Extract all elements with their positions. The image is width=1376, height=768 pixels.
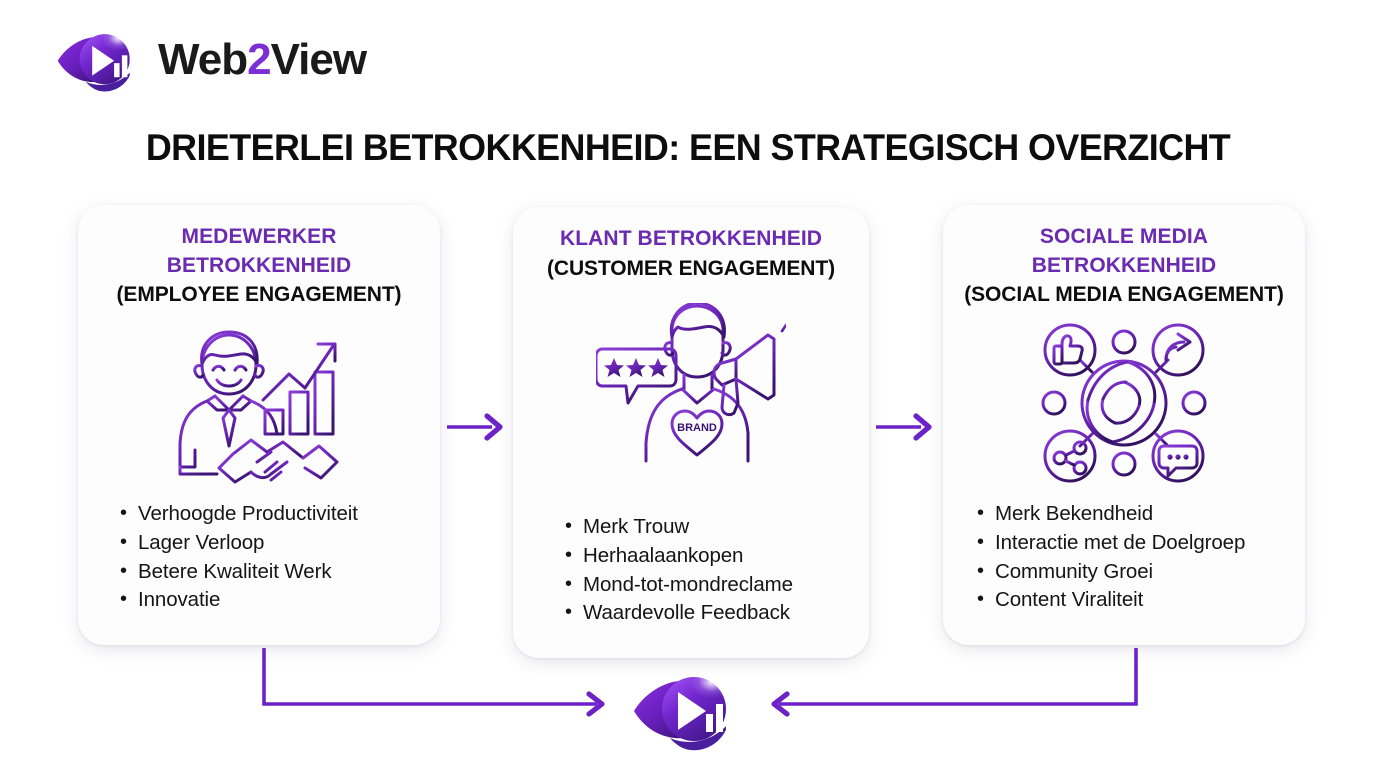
card-title-en: (SOCIAL MEDIA ENGAGEMENT): [964, 283, 1284, 307]
card-bullet-list: Merk Trouw Herhaalaankopen Mond-tot-mond…: [523, 512, 859, 628]
card-bullet-list: Merk Bekendheid Interactie met de Doelgr…: [953, 499, 1295, 615]
brand-heart-label: BRAND: [677, 422, 717, 434]
comment-dots-icon: [1167, 454, 1189, 460]
card-title-nl-line2: BETROKKENHEID: [166, 253, 352, 277]
page-title: DRIETERLEI BETROKKENHEID: EEN STRATEGISC…: [145, 127, 1231, 168]
card-title-en: (CUSTOMER ENGAGEMENT): [546, 256, 835, 280]
employee-handshake-growth-chart-icon: [178, 330, 339, 484]
list-item: Merk Bekendheid: [973, 499, 1295, 529]
card-title-nl: MEDEWERKER BETROKKENHEID: [88, 223, 430, 280]
card-illustration: [1034, 322, 1214, 484]
list-item: Community Groei: [973, 557, 1295, 587]
list-item: Content Viraliteit: [973, 585, 1295, 615]
card-title-nl-line2: BETROKKENHEID: [1031, 253, 1217, 277]
card-bullet-list: Verhoogde Productiviteit Lager Verloop B…: [88, 499, 430, 615]
card-title-nl-line1: MEDEWERKER: [181, 225, 337, 248]
customer-megaphone-brand-heart-icon: BRAND: [596, 303, 786, 463]
card-title-nl: SOCIALE MEDIA BETROKKENHEID: [953, 223, 1295, 280]
brand-logo: Web2View: [52, 24, 367, 96]
card-employee-engagement[interactable]: MEDEWERKER BETROKKENHEID (EMPLOYEE ENGAG…: [78, 205, 440, 645]
list-item: Waardevolle Feedback: [561, 598, 859, 628]
brand-name-part2: 2: [247, 35, 272, 84]
brand-name-part1: Web: [158, 35, 248, 84]
brand-wordmark: Web2View: [158, 35, 367, 84]
stars-icon: [604, 358, 668, 378]
list-item: Innovatie: [116, 585, 430, 615]
card-social-media-engagement[interactable]: SOCIALE MEDIA BETROKKENHEID (SOCIAL MEDI…: [943, 205, 1305, 645]
list-item: Betere Kwaliteit Werk: [116, 557, 430, 587]
web2view-eye-play-chart-logo-icon: [57, 31, 136, 92]
list-item: Lager Verloop: [116, 528, 430, 558]
card-title-nl-line1: SOCIALE MEDIA: [1039, 225, 1209, 248]
list-item: Verhoogde Productiviteit: [116, 499, 430, 529]
card-header: KLANT BETROKKENHEID (CUSTOMER ENGAGEMENT…: [523, 225, 859, 283]
card-customer-engagement[interactable]: KLANT BETROKKENHEID (CUSTOMER ENGAGEMENT…: [513, 207, 869, 658]
card-illustration: BRAND: [596, 303, 786, 463]
arrow-1-2-head-icon: [484, 413, 503, 441]
list-item: Herhaalaankopen: [561, 541, 859, 571]
social-network-hub-icon: [1041, 323, 1207, 483]
card-header: SOCIALE MEDIA BETROKKENHEID (SOCIAL MEDI…: [953, 223, 1295, 310]
list-item: Interactie met de Doelgroep: [973, 528, 1295, 558]
card-header: MEDEWERKER BETROKKENHEID (EMPLOYEE ENGAG…: [88, 223, 430, 310]
list-item: Mond-tot-mondreclame: [561, 570, 859, 600]
arrow-2-3-head-icon: [913, 413, 932, 441]
card-title-nl-line1: KLANT BETROKKENHEID: [559, 227, 823, 250]
feedback-right-head-icon: [771, 691, 790, 717]
brand-name-part3: View: [270, 35, 367, 84]
list-item: Merk Trouw: [561, 512, 859, 542]
card-title-en: (EMPLOYEE ENGAGEMENT): [116, 283, 402, 307]
card-illustration: [171, 322, 347, 492]
feedback-left-head-icon: [586, 691, 605, 717]
card-title-nl: KLANT BETROKKENHEID: [523, 225, 859, 254]
footer-logo-icon: [634, 674, 733, 751]
